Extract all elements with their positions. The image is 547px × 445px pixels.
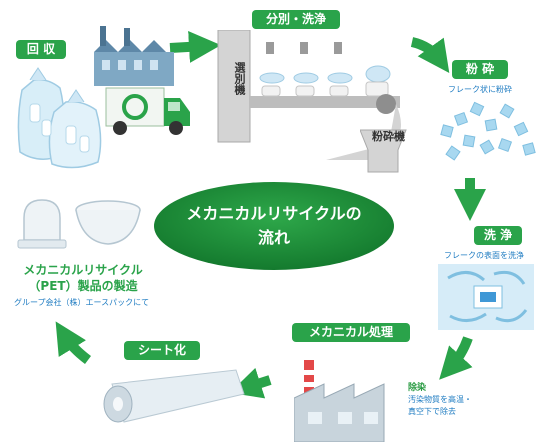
washing-label: 洗 浄 <box>474 226 522 245</box>
center-title: メカニカルリサイクルの 流れ <box>150 202 398 250</box>
washing-caption: フレークの表面を洗浄 <box>444 251 524 260</box>
pet-products-icon <box>17 199 141 249</box>
crusher-machine-icon <box>360 129 407 173</box>
sorting-label: 分別・洗浄 <box>252 10 340 29</box>
factory-truck-icon <box>94 26 190 135</box>
crushing-label: 粉 砕 <box>452 60 508 79</box>
mechanical-label: メカニカル処理 <box>292 323 410 342</box>
arrow-mech-to-sheet <box>229 367 272 399</box>
decontamination-caption: 汚染物質を高温・ 真空下で除去 <box>408 394 472 418</box>
flakes-icon <box>440 101 536 161</box>
products-title-line2: （PET）製品の製造 <box>28 279 138 293</box>
garbage-bags-icon <box>17 67 102 169</box>
products-title: メカニカルリサイクル （PET）製品の製造 <box>14 262 152 294</box>
crushing-caption: フレーク状に粉砕 <box>448 85 512 94</box>
sheet-roll-icon <box>103 369 245 423</box>
sorter-machine-label: 選別機 <box>233 62 246 95</box>
collection-label: 回 収 <box>16 40 66 59</box>
washing-icon <box>438 264 534 330</box>
products-caption: グループ会社（株）エースパックにて <box>14 298 150 307</box>
decontamination-line2: 真空下で除去 <box>408 407 456 416</box>
arrow-wash-to-mech <box>439 336 473 380</box>
crusher-machine-label: 粉砕機 <box>372 130 405 143</box>
center-ellipse <box>154 182 394 270</box>
arrow-collect-to-sort <box>169 30 221 63</box>
decontamination-title: 除染 <box>408 383 427 393</box>
arrow-sort-to-crush <box>410 37 450 74</box>
center-title-line2: 流れ <box>257 228 290 247</box>
arrow-sheet-to-products <box>55 321 92 364</box>
decontamination-line1: 汚染物質を高温・ <box>408 395 472 404</box>
products-title-line1: メカニカルリサイクル <box>23 263 143 277</box>
plant-icon <box>294 360 385 442</box>
center-title-line1: メカニカルリサイクルの <box>186 204 362 223</box>
sheet-label: シート化 <box>124 341 200 360</box>
